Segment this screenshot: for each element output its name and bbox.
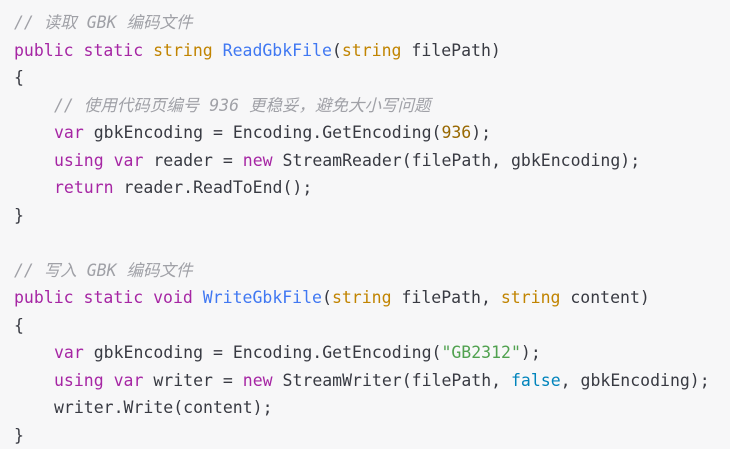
comment: // 写入 GBK 编码文件 [14,261,192,280]
code-line-13: var gbkEncoding = Encoding.GetEncoding("… [14,339,730,367]
code-text: ); [471,123,491,142]
keyword: public [14,41,74,60]
type: string [342,41,402,60]
brace-open: { [14,68,24,87]
parameter: content) [560,288,649,307]
code-line-7: return reader.ReadToEnd(); [14,174,730,202]
code-line-14: using var writer = new StreamWriter(file… [14,367,730,395]
function-name: ReadGbkFile [223,41,332,60]
keyword: void [153,288,193,307]
comment: // 读取 GBK 编码文件 [14,13,192,32]
code-text: StreamReader(filePath, gbkEncoding); [273,151,641,170]
code-text: StreamWriter(filePath, [273,371,511,390]
code-text: gbkEncoding = Encoding.GetEncoding( [84,123,442,142]
keyword: using [54,371,104,390]
code-text: writer = [143,371,242,390]
code-line-11: public static void WriteGbkFile(string f… [14,284,730,312]
code-text: reader = [143,151,242,170]
keyword: var [54,343,84,362]
punctuation: ( [322,288,332,307]
boolean-literal: false [511,371,561,390]
function-name: WriteGbkFile [203,288,322,307]
code-line-4: // 使用代码页编号 936 更稳妥，避免大小写问题 [14,92,730,120]
brace-open: { [14,316,24,335]
comment: // 使用代码页编号 936 更稳妥，避免大小写问题 [54,96,430,115]
type: string [153,41,213,60]
code-line-1: // 读取 GBK 编码文件 [14,9,730,37]
code-line-12: { [14,312,730,340]
code-line-3: { [14,64,730,92]
code-line-9-blank [14,229,730,257]
number-literal: 936 [441,123,471,142]
string-literal: "GB2312" [441,343,520,362]
code-text: , gbkEncoding); [561,371,710,390]
code-line-10: // 写入 GBK 编码文件 [14,257,730,285]
type: string [501,288,561,307]
code-line-15: writer.Write(content); [14,394,730,422]
keyword: new [243,151,273,170]
parameter: filePath, [392,288,501,307]
keyword: static [84,288,144,307]
code-line-6: using var reader = new StreamReader(file… [14,147,730,175]
code-line-8: } [14,202,730,230]
code-line-2: public static string ReadGbkFile(string … [14,37,730,65]
code-text: ); [521,343,541,362]
keyword: var [114,371,144,390]
brace-close: } [14,206,24,225]
code-text: gbkEncoding = Encoding.GetEncoding( [84,343,442,362]
keyword: new [243,371,273,390]
keyword: var [54,123,84,142]
code-text: reader.ReadToEnd(); [114,178,313,197]
keyword: return [54,178,114,197]
code-text: writer.Write(content); [54,398,273,417]
type: string [332,288,392,307]
keyword: static [84,41,144,60]
brace-close: } [14,426,24,445]
code-line-5: var gbkEncoding = Encoding.GetEncoding(9… [14,119,730,147]
keyword: var [114,151,144,170]
keyword: using [54,151,104,170]
punctuation: ( [332,41,342,60]
parameter: filePath) [401,41,500,60]
keyword: public [14,288,74,307]
